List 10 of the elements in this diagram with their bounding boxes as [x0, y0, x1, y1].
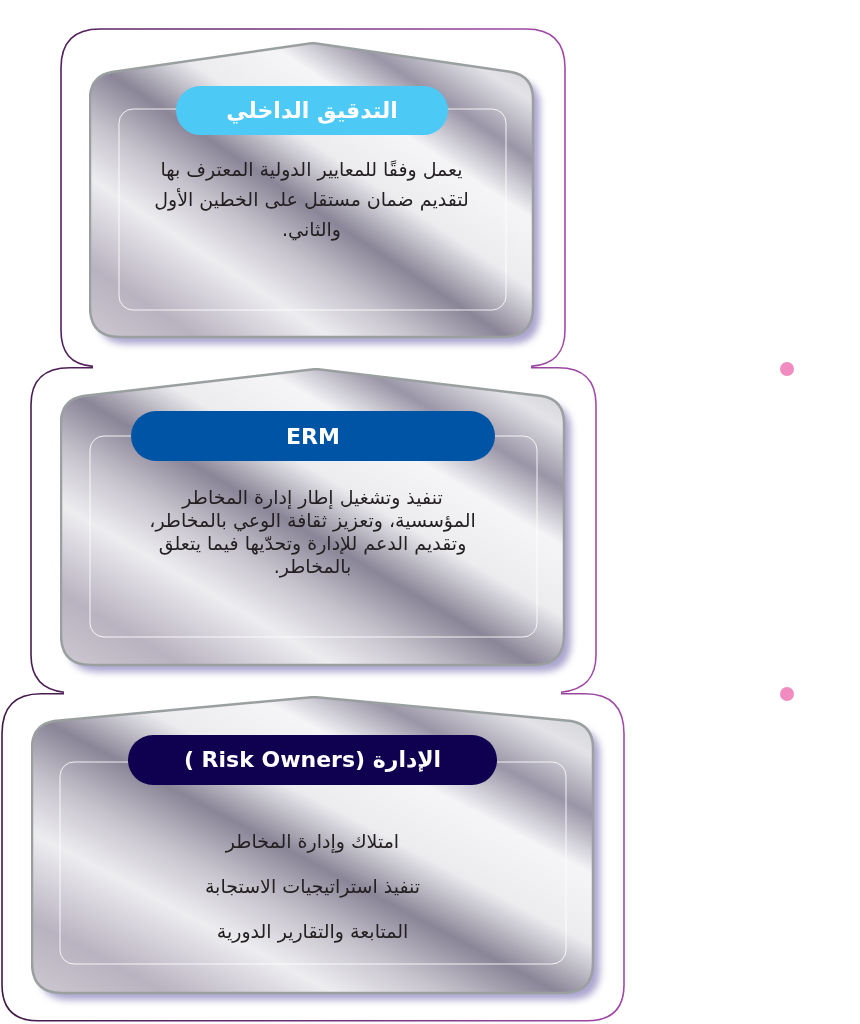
title-banner: الإدارة (Risk Owners ) [128, 735, 497, 785]
title-banner: التدقيق الداخلي [176, 86, 448, 135]
card [89, 42, 548, 352]
list-item-text: امتلاك وإدارة المخاطر [225, 829, 400, 853]
description-text: يعمل وفقًا للمعايير الدولية المعترف بها لتقديم ضمان مستقل على الخطين الأول والثاني. [153, 157, 470, 243]
frame-outline [60, 28, 566, 368]
title-banner: ERM [131, 411, 495, 462]
list-item-text: المتابعة والتقارير الدورية [216, 919, 409, 943]
list-item-text: تنفيذ استراتيجيات الاستجابة [204, 874, 421, 898]
description-text: تنفيذ وتشغيل إطار إدارة المخاطر المؤسسية، وتعزيز ثقافة الوعي بالمخاطر، وتقديم الدعم للإدارة وتحدّيها فيما يتعلق بالمخاطر. [148, 486, 477, 579]
